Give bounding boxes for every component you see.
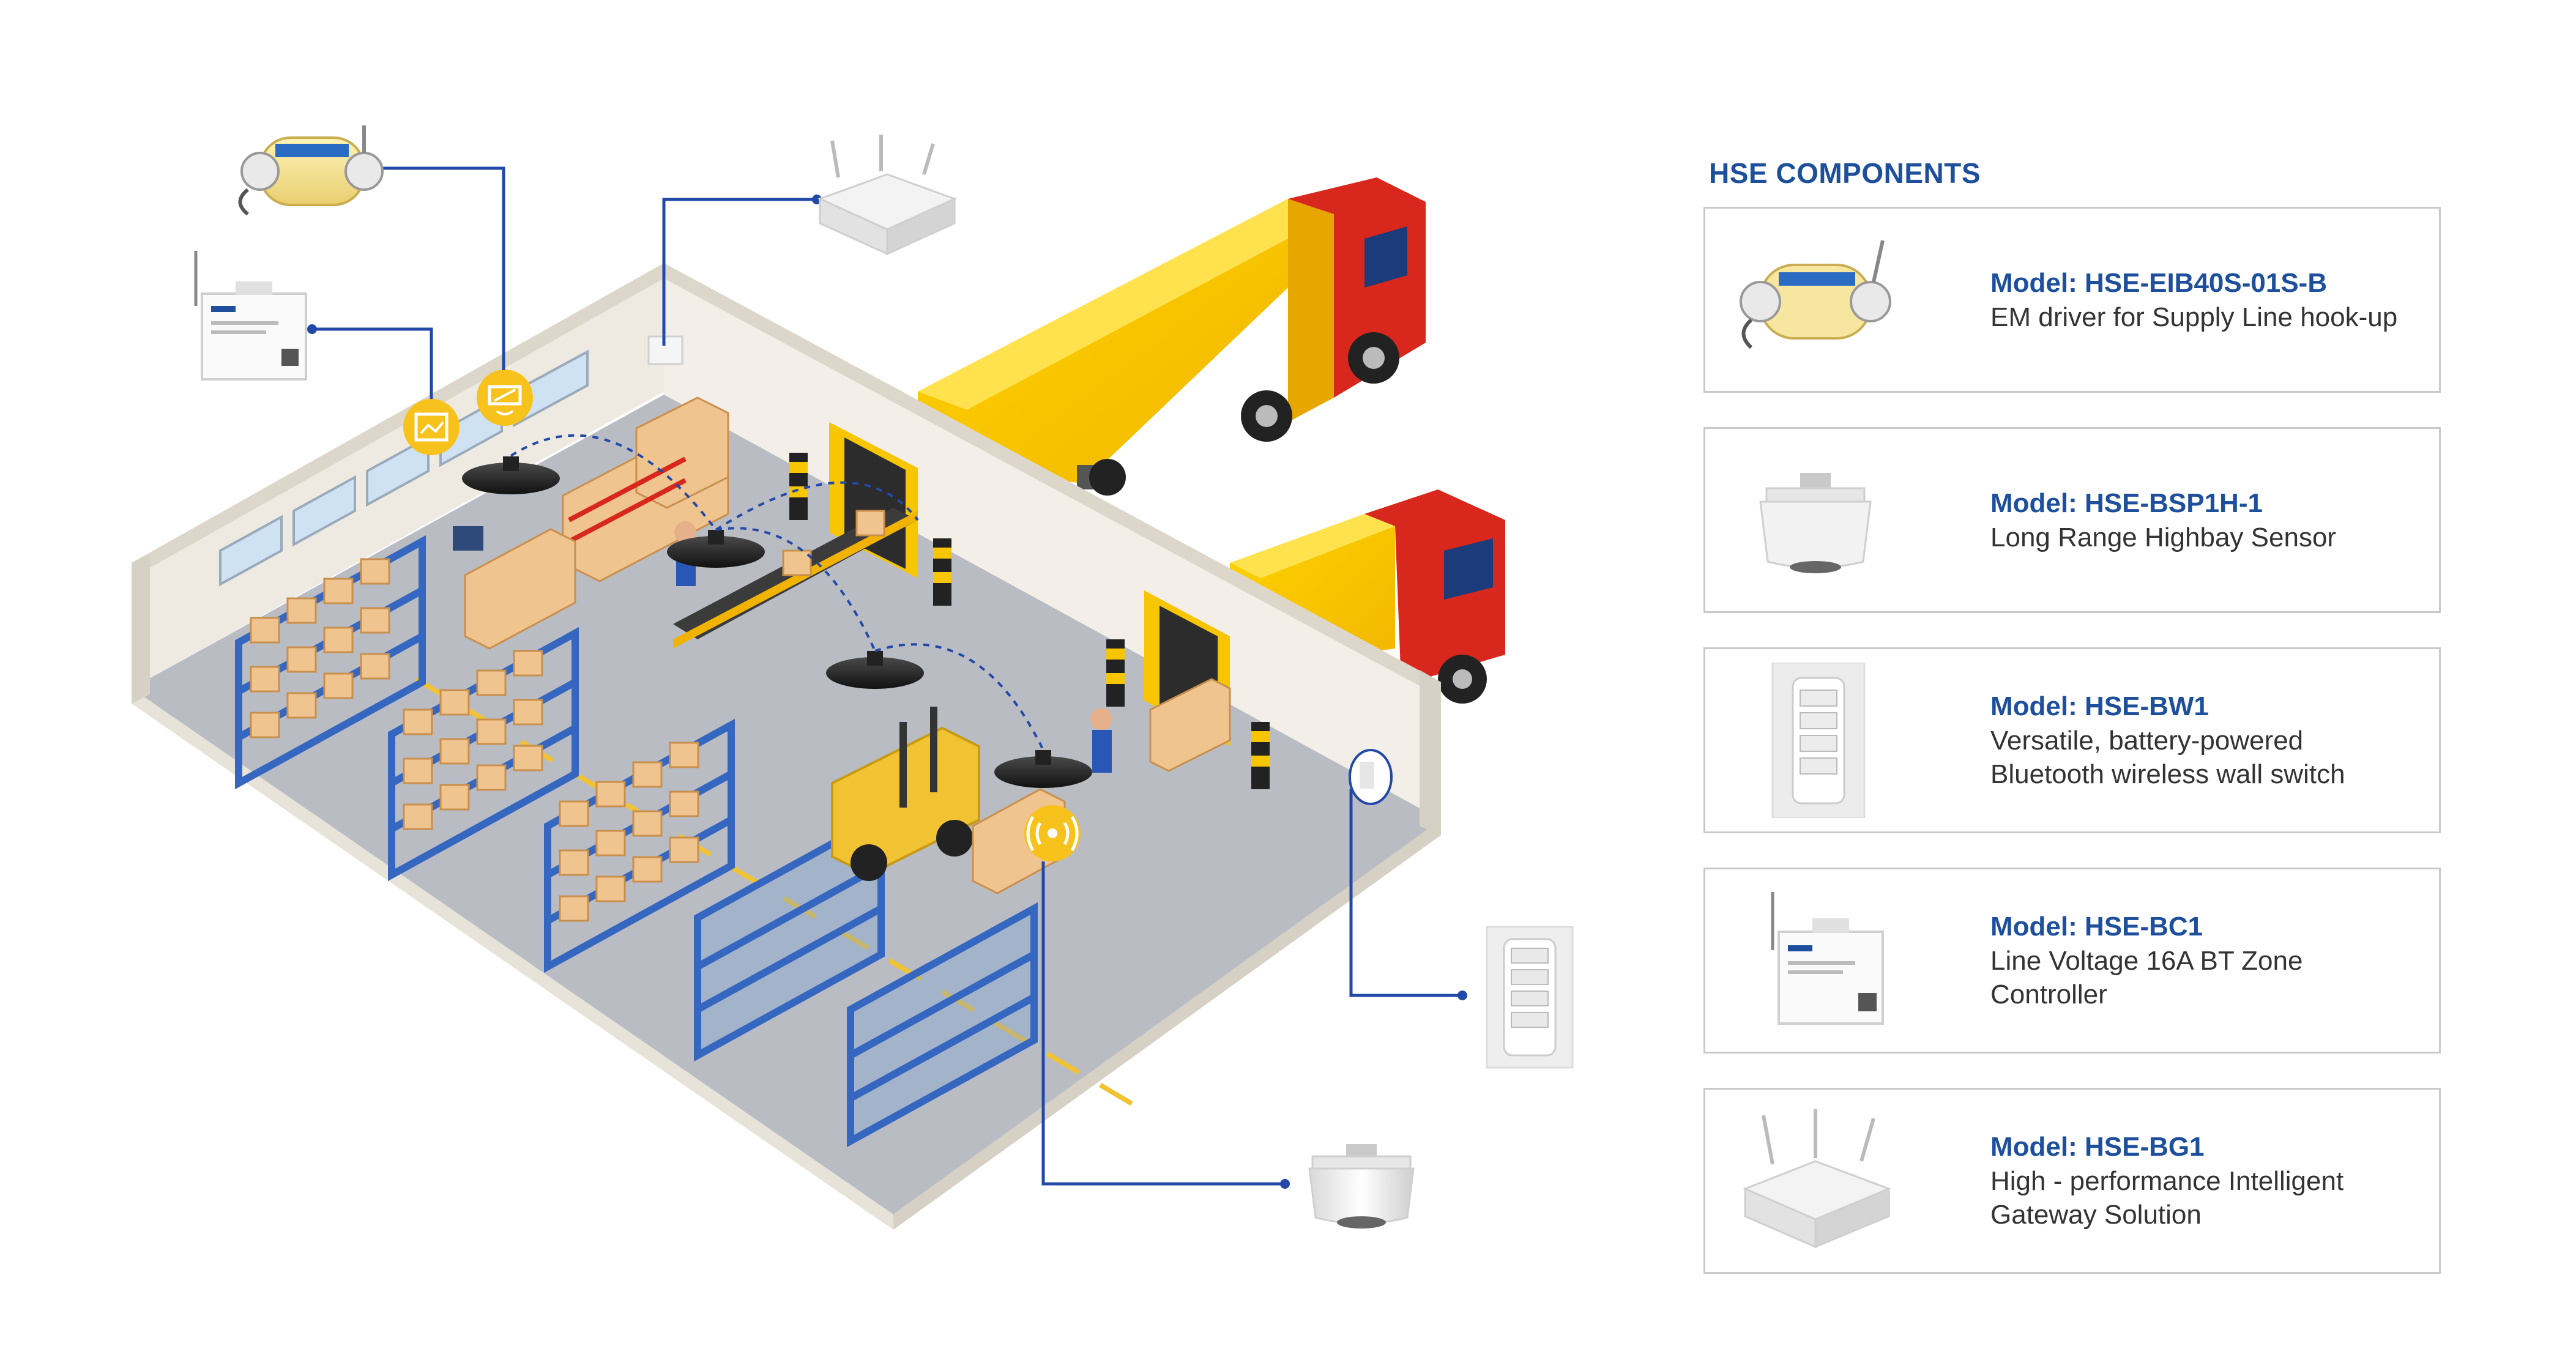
highbay-sensor-icon: [1308, 1144, 1415, 1229]
component-model: Model: HSE-BC1: [1990, 912, 2203, 942]
component-model: Model: HSE-EIB40S-01S-B: [1990, 267, 2328, 298]
connector-lines: [312, 166, 1462, 1186]
component-description: EM driver for Supply Line hook-up: [1990, 302, 2398, 332]
component-description: Long Range Highbay Sensor: [1990, 522, 2337, 552]
zone-controller-icon: [194, 251, 307, 381]
component-description-line-1: Versatile, battery-powered: [1990, 726, 2304, 756]
component-description-line-1: High - performance Intelligent: [1990, 1166, 2344, 1196]
controller-badge-icon: [477, 370, 533, 426]
panel-title: HSE COMPONENTS: [1709, 157, 1981, 189]
shelf-1: [235, 535, 426, 790]
gateway-icon: [817, 135, 957, 256]
truck-large: [918, 177, 1426, 496]
component-model: Model: HSE-BSP1H-1: [1990, 488, 2263, 518]
gateway-icon: [1743, 1109, 1892, 1249]
component-card: Model: HSE-BC1 Line Voltage 16A BT Zone …: [1703, 868, 2441, 1054]
component-card: Model: HSE-BG1 High - performance Intell…: [1703, 1088, 2441, 1274]
highbay-lamp: [462, 456, 560, 494]
wall-switch-signal-icon: [1349, 749, 1393, 805]
component-description-line-2: Gateway Solution: [1990, 1200, 2202, 1230]
shelf-2: [388, 626, 579, 882]
connector-end-dots: [307, 163, 1467, 1189]
highbay-lamp: [994, 750, 1092, 788]
zone-controller-icon: [1771, 892, 1884, 1025]
warehouse-diagram: [132, 125, 1574, 1230]
component-model: Model: HSE-BG1: [1990, 1132, 2205, 1162]
shelving-units: [235, 535, 1038, 1148]
warehouse-building: [132, 263, 1441, 1230]
component-card: Model: HSE-BW1 Versatile, battery-powere…: [1703, 647, 2441, 833]
shelf-4-empty: [694, 810, 885, 1062]
highbay-sensor-icon: [1759, 473, 1872, 573]
highbay-lamp: [667, 530, 765, 568]
component-model: Model: HSE-BW1: [1990, 691, 2209, 721]
component-card: Model: HSE-BSP1H-1 Long Range Highbay Se…: [1703, 427, 2441, 613]
shelf-5-empty: [847, 902, 1038, 1148]
em-driver-badge-icon: [403, 399, 460, 455]
highbay-lamps: [462, 434, 1092, 788]
shelf-3: [544, 718, 735, 973]
wall-switch-icon: [1486, 926, 1574, 1069]
em-driver-icon: [238, 125, 384, 216]
sensor-badge-icon: [1024, 805, 1081, 861]
component-card: Model: HSE-EIB40S-01S-B EM driver for Su…: [1703, 207, 2441, 393]
component-description-line-1: Line Voltage 16A BT Zone: [1990, 946, 2303, 976]
em-driver-icon: [1740, 240, 1891, 349]
component-description-line-2: Bluetooth wireless wall switch: [1990, 759, 2345, 789]
highbay-lamp: [826, 651, 924, 689]
component-description-line-2: Controller: [1990, 980, 2107, 1009]
wall-switch-icon: [1771, 663, 1866, 818]
